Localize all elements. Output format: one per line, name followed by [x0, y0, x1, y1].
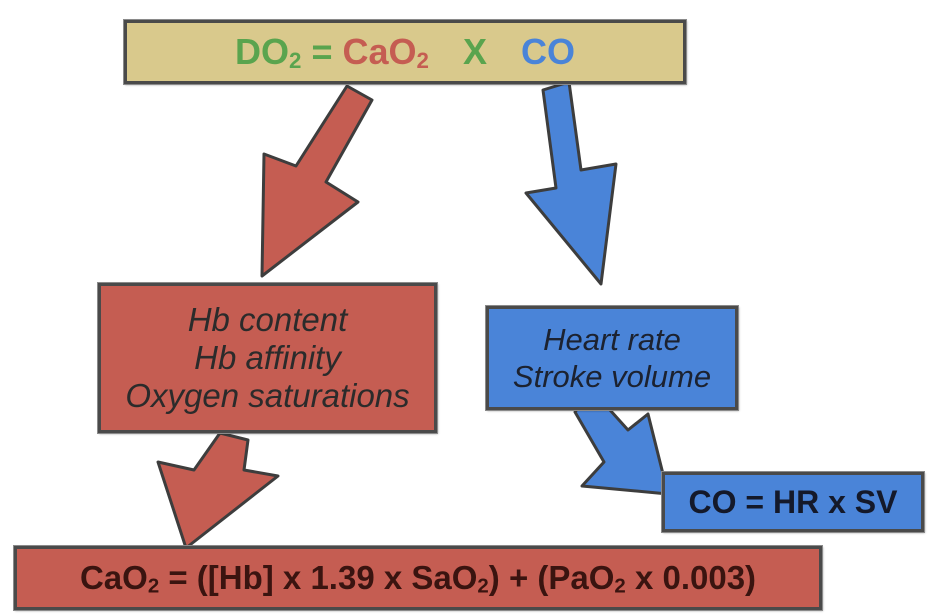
co-term: CO — [520, 31, 575, 72]
factor-stroke-volume: Stroke volume — [512, 359, 712, 394]
factor-oxygen-saturations: Oxygen saturations — [125, 376, 410, 414]
cardiac-output-factors-box: Heart rate Stroke volume — [486, 306, 738, 410]
do2-term: DO2 — [235, 31, 302, 74]
arrow-left-bottom — [156, 431, 280, 550]
factor-hb-content: Hb content — [187, 301, 348, 339]
factor-heart-rate: Heart rate — [543, 321, 681, 357]
cao2-term: CaO2 — [342, 31, 429, 74]
times-sign: X — [462, 31, 487, 72]
arrow-top-left — [260, 84, 374, 278]
cardiac-output-formula-box: CO = HR x SV — [662, 472, 924, 532]
co-formula-text: CO = HR x SV — [688, 483, 898, 520]
arrow-top-right — [524, 80, 618, 286]
oxygen-content-factors-box: Hb content Hb affinity Oxygen saturation… — [98, 283, 437, 433]
cao2-formula-text: CaO2 = ([Hb] x 1.39 x SaO2) + (PaO2 x 0.… — [79, 559, 757, 598]
delivery-equation-box: DO2 = CaO2 X CO — [124, 20, 686, 84]
factor-hb-affinity: Hb affinity — [194, 339, 341, 377]
oxygen-content-formula-box: CaO2 = ([Hb] x 1.39 x SaO2) + (PaO2 x 0.… — [14, 546, 822, 610]
equals-sign: = — [301, 31, 343, 72]
